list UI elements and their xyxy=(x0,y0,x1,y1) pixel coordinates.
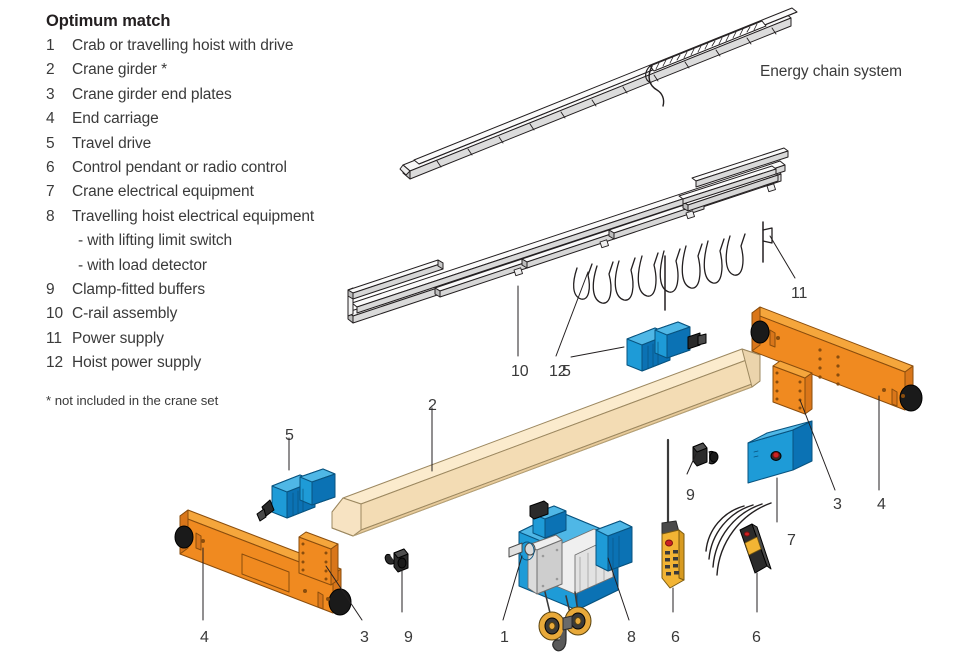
girder-end-plate-left xyxy=(298,531,339,586)
legend-item-label: C-rail assembly xyxy=(72,305,178,323)
legend-item: 6 Control pendant or radio control xyxy=(46,156,406,180)
legend-item: 3 Crane girder end plates xyxy=(46,83,406,107)
callout-8: 8 xyxy=(627,629,636,646)
control-cabinet xyxy=(747,420,813,523)
legend-item: 9 Clamp-fitted buffers xyxy=(46,278,406,302)
festoon-cable-loops xyxy=(573,221,773,311)
callout-6-radio: 6 xyxy=(752,629,761,646)
legend-footnote: * not included in the crane set xyxy=(46,392,219,408)
travel-drive-left xyxy=(256,468,336,522)
legend-item-number: 6 xyxy=(46,159,55,177)
legend-item-number: 11 xyxy=(46,329,62,347)
legend-item-number: 12 xyxy=(46,354,64,372)
legend-item: 1 Crab or travelling hoist with drive xyxy=(46,34,406,58)
callout-5-left: 5 xyxy=(285,427,294,444)
end-carriage-right xyxy=(750,306,923,412)
legend-item-label: Crane girder end plates xyxy=(72,85,232,103)
legend-item: 7 Crane electrical equipment xyxy=(46,180,406,204)
callout-9-right: 9 xyxy=(686,487,695,504)
c-rail-assembly xyxy=(347,147,789,324)
callout-1: 1 xyxy=(500,629,509,646)
legend-item: 8 Travelling hoist electrical equipment xyxy=(46,205,406,229)
legend-item-number: 10 xyxy=(46,305,64,323)
legend-panel: Optimum match 1 Crab or travelling hoist … xyxy=(46,12,406,408)
legend-item-label: Hoist power supply xyxy=(72,354,202,372)
legend-item-label: End carriage xyxy=(72,110,159,128)
legend-item: 12 Hoist power supply xyxy=(46,351,406,375)
buffer-right xyxy=(686,442,719,475)
energy-chain-system-label: Energy chain system xyxy=(760,63,902,80)
legend-item: 2 Crane girder * xyxy=(46,58,406,82)
energy-chain-links xyxy=(645,20,767,107)
hook-block xyxy=(538,606,592,652)
legend-item-label: Power supply xyxy=(72,329,164,347)
legend-item-label: Crab or travelling hoist with drive xyxy=(72,37,294,54)
legend-item-label: - with load detector xyxy=(78,256,207,274)
travel-drive-right xyxy=(626,321,707,372)
legend-item-label: - with lifting limit switch xyxy=(78,232,233,250)
legend-item: - with lifting limit switch xyxy=(46,229,406,253)
legend-item: 10 C-rail assembly xyxy=(46,302,406,326)
legend-title: Optimum match xyxy=(46,12,171,30)
callout-10-upper: 10 xyxy=(511,363,529,380)
callout-3-right: 3 xyxy=(833,496,842,513)
legend-item: 11 Power supply xyxy=(46,327,406,351)
callout-9-left: 9 xyxy=(404,629,413,646)
callout-2-girder: 2 xyxy=(428,397,437,414)
legend-item: 5 Travel drive xyxy=(46,132,406,156)
control-pendant xyxy=(661,438,685,613)
callout-4-right: 4 xyxy=(877,496,886,513)
legend-item-number: 8 xyxy=(46,207,55,225)
callout-3-left: 3 xyxy=(360,629,369,646)
legend-item: - with load detector xyxy=(46,254,406,278)
callout-11-top: 11 xyxy=(791,285,808,302)
legend-item-number: 4 xyxy=(46,110,55,128)
legend-item-label: Crane electrical equipment xyxy=(72,183,254,201)
callout-4-left: 4 xyxy=(200,629,209,646)
legend-item-number: 2 xyxy=(46,61,55,79)
radio-control xyxy=(705,502,772,613)
end-carriage-left xyxy=(174,509,352,616)
legend-item-number: 1 xyxy=(46,37,55,54)
hoist-unit xyxy=(508,500,633,618)
legend-item-label: Travelling hoist electrical equipment xyxy=(72,207,315,225)
callout-7: 7 xyxy=(787,532,796,549)
legend-item-label: Control pendant or radio control xyxy=(72,159,287,177)
legend-item-number: 3 xyxy=(46,85,55,103)
legend-item-label: Clamp-fitted buffers xyxy=(72,281,205,299)
legend-item-number: 9 xyxy=(46,281,55,299)
legend-item: 4 End carriage xyxy=(46,107,406,131)
legend-item-label: Crane girder * xyxy=(72,61,168,79)
girder-end-plate-right xyxy=(772,360,813,415)
callout-6-pendant: 6 xyxy=(671,629,680,646)
legend-item-number: 7 xyxy=(46,183,55,201)
buffer-left xyxy=(384,548,409,613)
legend-item-label: Travel drive xyxy=(72,134,152,152)
callout-5-upper: 5 xyxy=(562,363,571,380)
legend-item-number: 5 xyxy=(46,134,55,152)
energy-chain-rail xyxy=(399,7,798,180)
